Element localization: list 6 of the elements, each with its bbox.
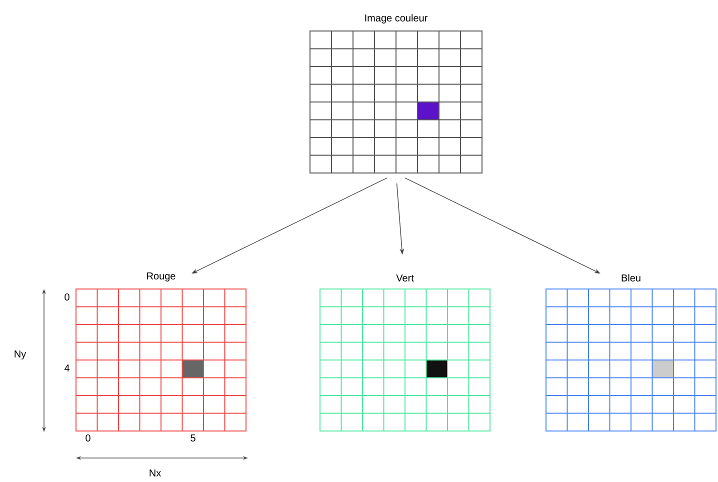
axis-label: Ny xyxy=(14,350,26,360)
grid-title: Image couleur xyxy=(365,14,428,24)
axis-label: Nx xyxy=(150,470,161,476)
grid-title: Vert xyxy=(396,274,414,282)
grid-title: Rouge xyxy=(147,272,176,282)
grid-title: Bleu xyxy=(622,274,640,282)
